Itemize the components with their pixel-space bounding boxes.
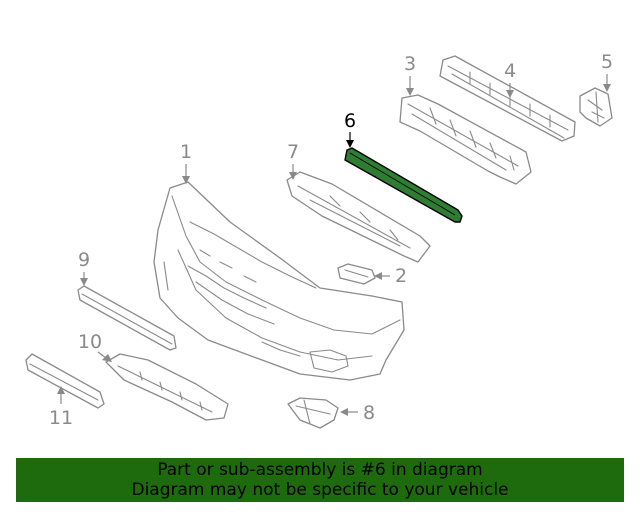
- callout-8-label: 8: [363, 402, 375, 424]
- callout-2-label: 2: [395, 265, 407, 287]
- callout-9: 9: [78, 249, 90, 286]
- callout-8: 8: [340, 402, 375, 424]
- callout-7-label: 7: [287, 141, 299, 163]
- part-11-lower-trim: [25, 353, 105, 409]
- callout-2: 2: [374, 265, 407, 287]
- part-4-reinforcement-bar: [439, 55, 576, 142]
- callout-1: 1: [180, 141, 192, 184]
- callout-5: 5: [601, 51, 613, 92]
- callout-10: 10: [78, 331, 112, 362]
- callout-11-label: 11: [49, 407, 73, 429]
- part-2-clip: [337, 263, 376, 285]
- callout-6-label: 6: [344, 110, 356, 132]
- banner-line-part: Part or sub-assembly is #6 in diagram: [157, 460, 483, 480]
- callout-4-label: 4: [504, 60, 516, 82]
- parts-diagram: 1 2 3 4 5 6 7 8 9 10: [25, 51, 613, 429]
- banner-line-disclaimer: Diagram may not be specific to your vehi…: [131, 480, 509, 500]
- callout-11: 11: [49, 386, 73, 429]
- callout-3: 3: [404, 53, 416, 96]
- callout-5-label: 5: [601, 51, 613, 73]
- part-8-fog-bracket: [287, 397, 339, 429]
- callout-6: 6: [344, 110, 356, 148]
- callout-3-label: 3: [404, 53, 416, 75]
- part-5-bracket: [579, 87, 613, 127]
- callout-9-label: 9: [78, 249, 90, 271]
- part-3-energy-absorber: [399, 94, 532, 185]
- callout-4: 4: [504, 60, 516, 98]
- callout-10-label: 10: [78, 331, 102, 353]
- part-10-lower-deflector: [105, 353, 229, 421]
- part-1-bumper-cover: [153, 181, 405, 381]
- callout-1-label: 1: [180, 141, 192, 163]
- part-6-reinforcement-strip: [344, 147, 463, 223]
- callout-7: 7: [287, 141, 299, 180]
- part-7-guide-bracket: [286, 171, 431, 263]
- info-banner: Part or sub-assembly is #6 in diagram Di…: [16, 458, 624, 502]
